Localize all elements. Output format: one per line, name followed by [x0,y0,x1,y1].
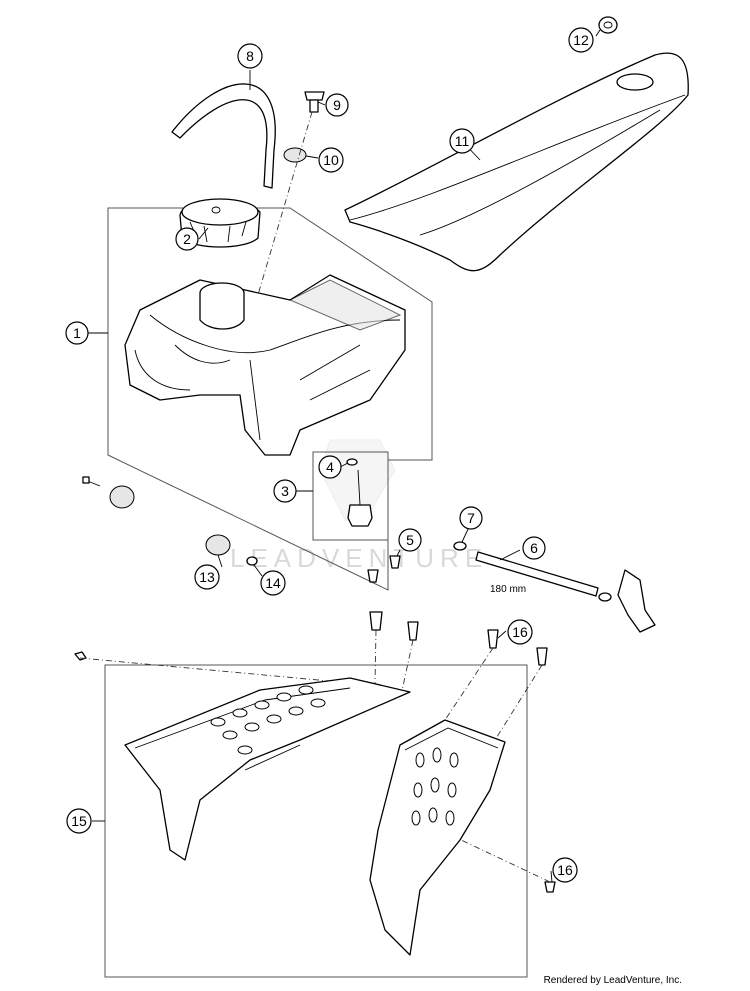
guard-bolts [74,611,556,893]
callout-16-bottom-label: 16 [557,862,573,878]
frame-guard-right [369,719,506,956]
seat-washer [598,16,618,34]
fuel-cap [179,198,261,248]
callout-7: 7 [459,506,483,530]
callout-7-label: 7 [467,510,475,526]
callout-15: 15 [66,808,92,834]
callout-3: 3 [273,479,297,503]
callout-10: 10 [318,147,344,173]
callout-2-label: 2 [183,231,191,247]
hose-clamp-7 [453,541,612,602]
fuel-hose [171,83,276,189]
callout-14: 14 [260,570,286,596]
callout-10-label: 10 [323,152,339,168]
callout-8-label: 8 [246,48,254,64]
guard-holes-left [210,685,326,755]
callout-6: 6 [522,536,546,560]
frame-guard-left [124,677,411,861]
render-credit: Rendered by LeadVenture, Inc. [543,975,682,986]
callout-4-label: 4 [326,459,334,475]
callout-8: 8 [237,43,263,69]
callout-1: 1 [65,321,89,345]
callout-1-label: 1 [73,325,81,341]
washer-14 [246,556,258,566]
callout-9-label: 9 [333,97,341,113]
callout-2: 2 [175,227,199,251]
callout-16-top: 16 [507,619,533,645]
guard-holes-right [411,747,459,826]
callout-14-label: 14 [265,575,281,591]
callout-13-label: 13 [199,569,215,585]
seat [344,52,689,272]
watermark-text: LEADVENTURE [230,543,488,573]
spacer-13 [205,534,231,556]
callout-4: 4 [318,455,342,479]
callout-12-label: 12 [573,32,589,48]
callout-12: 12 [568,27,594,53]
fuel-tap-box [312,451,389,541]
fuel-tank [124,274,406,456]
grommet [283,147,307,163]
tank-rubber-mount [109,485,135,509]
tank-assembly-frame [107,207,433,591]
callout-9: 9 [325,93,349,117]
screw-5 [367,555,401,583]
callout-16-top-label: 16 [512,624,528,640]
tank-bolt [82,476,101,487]
vent-axis-line [254,111,313,306]
callout-5: 5 [398,528,422,552]
callout-6-label: 6 [530,540,538,556]
hose-length-label: 180 mm [490,584,526,595]
callout-15-label: 15 [71,813,87,829]
vent-valve [304,91,325,113]
carburetor-fitting [617,569,656,633]
fuel-tap [346,458,373,527]
callout-11: 11 [449,128,475,154]
callout-11-label: 11 [455,133,470,149]
callout-16-bottom: 16 [552,857,578,883]
fuel-line: 180 mm [475,551,599,597]
callout-5-label: 5 [406,532,414,548]
callout-3-label: 3 [281,483,289,499]
callout-13: 13 [194,564,220,590]
